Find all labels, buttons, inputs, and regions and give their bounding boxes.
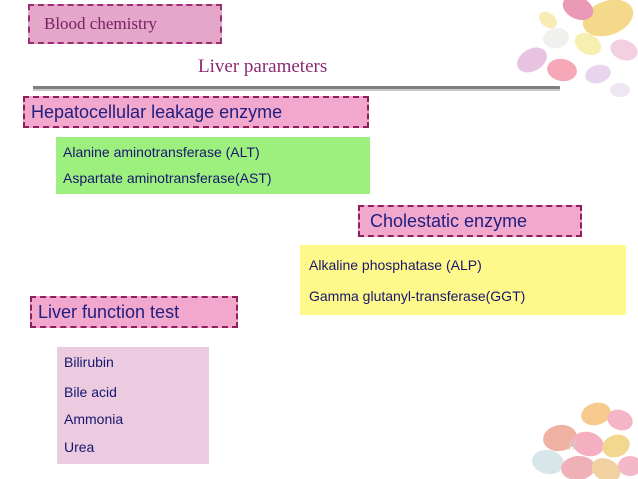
cholestatic-list: Alkaline phosphatase (ALP) Gamma glutany… bbox=[300, 245, 626, 315]
divider-line-shadow bbox=[33, 89, 560, 91]
liver-function-list: Bilirubin Bile acid Ammonia Urea bbox=[57, 347, 209, 464]
cholestatic-heading-text: Cholestatic enzyme bbox=[370, 210, 528, 231]
title-tag: Blood chemistry bbox=[28, 4, 222, 44]
cholestatic-heading: Cholestatic enzyme bbox=[358, 205, 582, 237]
list-item: Aspartate aminotransferase(AST) bbox=[63, 170, 272, 186]
hepatocellular-heading: Hepatocellular leakage enzyme bbox=[23, 96, 369, 128]
slide-subtitle: Liver parameters bbox=[198, 56, 328, 77]
liver-function-heading: Liver function test bbox=[30, 296, 238, 328]
list-item: Bile acid bbox=[64, 384, 117, 400]
list-item: Ammonia bbox=[64, 411, 124, 427]
hepatocellular-list: Alanine aminotransferase (ALT) Aspartate… bbox=[56, 137, 370, 194]
list-item: Alanine aminotransferase (ALT) bbox=[63, 144, 260, 160]
candy-eggs-bottom-right bbox=[532, 402, 638, 479]
divider-line bbox=[33, 86, 560, 89]
candy-eggs-top-right bbox=[517, 0, 638, 97]
list-item: Gamma glutanyl-transferase(GGT) bbox=[309, 288, 526, 304]
page-number: # bbox=[568, 437, 577, 454]
liver-function-heading-text: Liver function test bbox=[38, 301, 180, 322]
title-tag-text: Blood chemistry bbox=[44, 14, 157, 33]
list-item: Alkaline phosphatase (ALP) bbox=[309, 257, 482, 273]
list-item: Urea bbox=[64, 439, 95, 455]
hepatocellular-heading-text: Hepatocellular leakage enzyme bbox=[31, 101, 283, 122]
list-item: Bilirubin bbox=[64, 354, 114, 370]
